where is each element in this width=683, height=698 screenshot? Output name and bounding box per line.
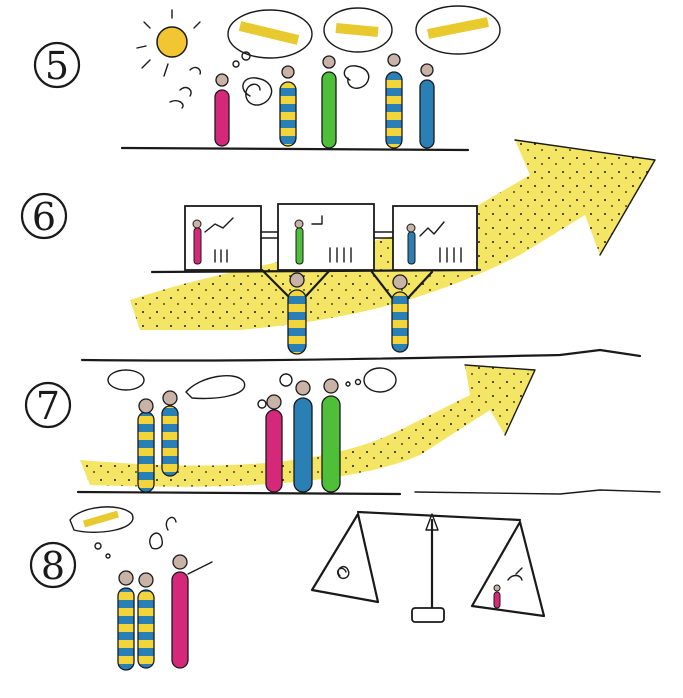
figure-group-row8 (118, 555, 212, 670)
clouds (170, 67, 200, 108)
balance-scale-icon (312, 512, 544, 622)
framed-panels (185, 204, 477, 270)
thought-bubble-icon (228, 6, 500, 67)
sun-icon (137, 10, 200, 76)
step-6: 6 (22, 194, 66, 239)
step-7: 7 (26, 383, 70, 428)
step-8: 8 (31, 543, 75, 588)
step-number: 5 (45, 44, 69, 88)
step-number: 8 (41, 544, 65, 588)
spiral-icon (243, 66, 369, 105)
step-number: 7 (36, 384, 60, 428)
step-number: 6 (32, 195, 56, 239)
step-5: 5 (35, 43, 79, 88)
thought-bubble-icon (70, 507, 176, 558)
